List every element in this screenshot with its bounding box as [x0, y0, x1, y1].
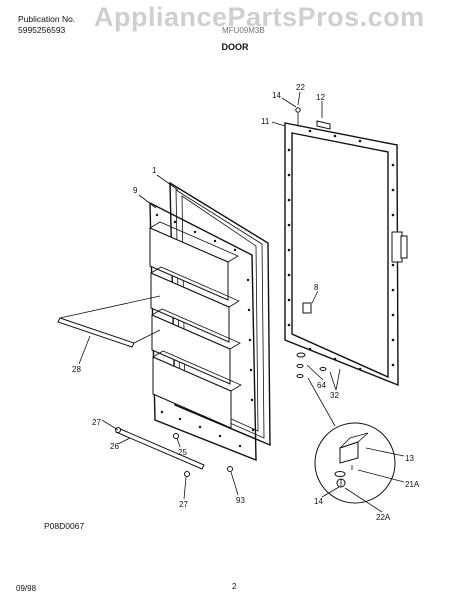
callout-14-detail: 14 [314, 497, 323, 506]
section-title: DOOR [221, 42, 249, 52]
callout-13: 13 [405, 454, 414, 463]
callout-21A: 21A [405, 480, 420, 489]
bottom-rail [115, 427, 233, 477]
watermark: AppliancePartsPros.com [94, 2, 425, 32]
callout-14-top: 14 [272, 91, 281, 100]
callout-22A: 22A [376, 513, 391, 522]
callout-11: 11 [261, 117, 270, 126]
callout-32: 32 [330, 391, 339, 400]
model-number: MFU09M3B [222, 26, 265, 35]
callout-64: 64 [317, 381, 326, 390]
hinge-detail-view [307, 377, 396, 504]
callout-27-lower: 27 [179, 500, 188, 509]
callout-26: 26 [110, 442, 119, 451]
callout-27-upper: 27 [92, 418, 101, 427]
page-number: 2 [232, 582, 237, 591]
callout-93: 93 [236, 496, 245, 505]
callout-12: 12 [316, 93, 325, 102]
inner-door-liner [149, 201, 257, 462]
callout-8: 8 [314, 283, 319, 292]
shelf-bar [57, 295, 161, 348]
callout-28: 28 [72, 365, 81, 374]
publication-label: Publication No. [18, 14, 76, 24]
figure-number: P08D0067 [44, 521, 85, 531]
callout-1: 1 [152, 166, 157, 175]
callout-9: 9 [133, 186, 138, 195]
callout-25: 25 [178, 448, 187, 457]
callout-labels: 1 9 11 12 14 22 8 28 64 32 27 26 25 27 9… [72, 83, 420, 522]
leader-lines [78, 91, 405, 513]
outer-door-frame [284, 107, 408, 387]
callout-22-top: 22 [296, 83, 305, 92]
publication-date: 09/98 [16, 584, 37, 593]
door-shelves [149, 221, 242, 429]
publication-number: 5995256593 [18, 25, 66, 35]
